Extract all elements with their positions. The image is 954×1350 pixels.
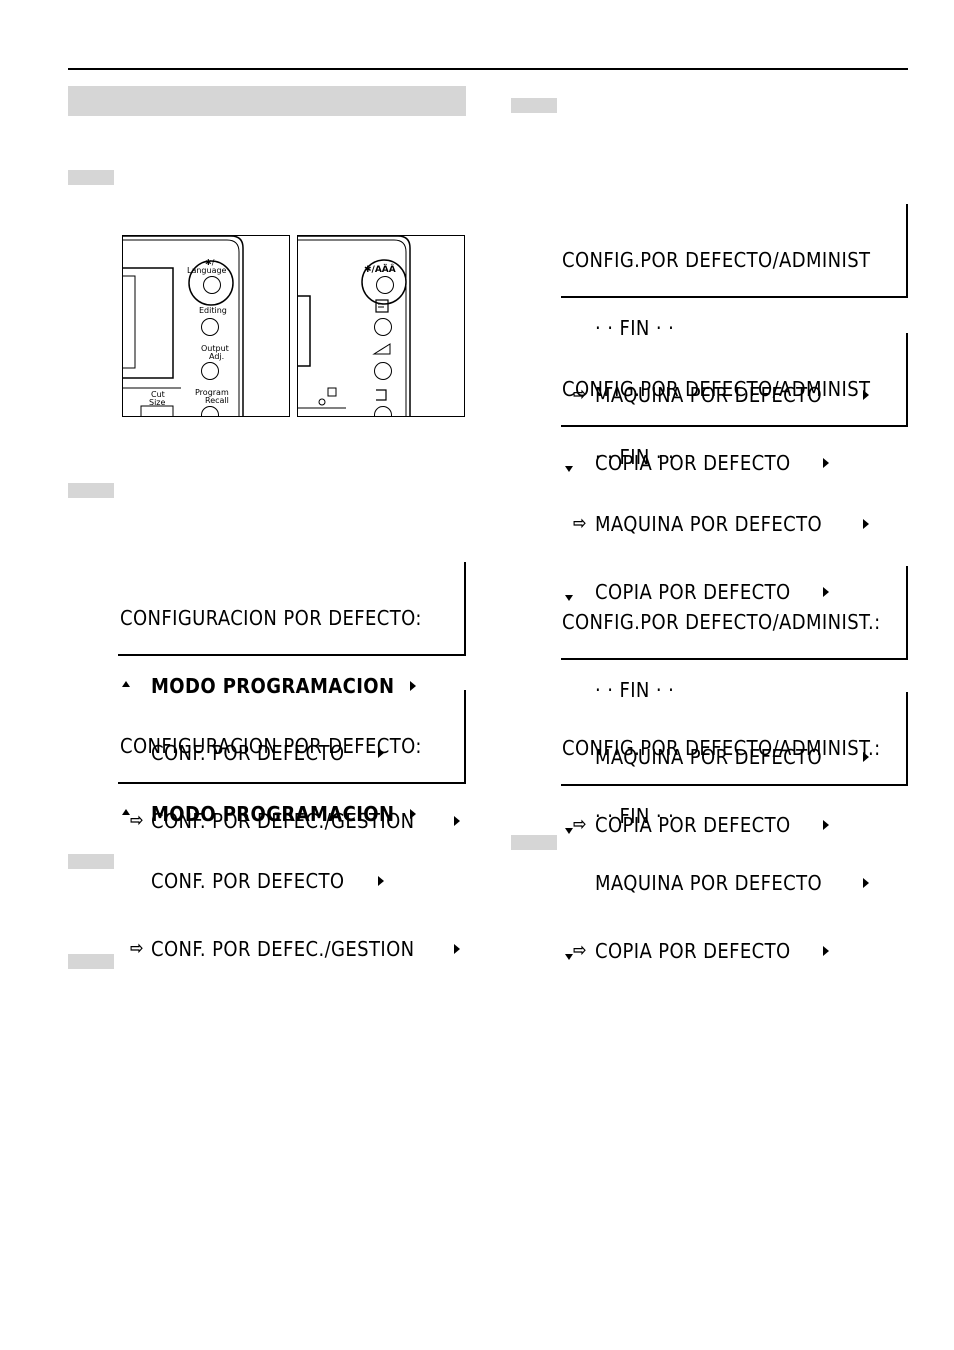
menu-item-program-mode[interactable]: MODO PROGRAMACION [151, 673, 395, 698]
lcd-display-admin-4: CONFIG.POR DEFECTO/ADMINIST.: · · FIN · … [561, 692, 908, 962]
menu-item-end[interactable]: · · FIN · · [595, 803, 675, 828]
lang-key-label: ✱/AÄÂ [364, 265, 396, 275]
lcd-title: CONFIG.POR DEFECTO/ADMINIST [562, 248, 871, 272]
cursor-arrow-icon: ⇨ [573, 939, 587, 961]
step-marker-3 [68, 854, 114, 869]
program-label: Program [195, 388, 229, 397]
recall-key-metric[interactable] [374, 406, 392, 416]
lcd-display-default-settings-2: CONFIGURACION POR DEFECTO: MODO PROGRAMA… [118, 690, 466, 960]
submenu-triangle-icon [823, 457, 829, 468]
scroll-up-icon [122, 680, 130, 687]
operation-panel-illustration-inch: ✱/ Language Editing Output Adj. Program … [122, 235, 290, 417]
star-symbol-label: ✱/ [205, 258, 215, 267]
menu-item-end[interactable]: · · FIN · · [595, 677, 675, 702]
program-recall-key[interactable] [201, 406, 219, 416]
submenu-triangle-icon [823, 945, 829, 956]
cut-label: Cut [151, 390, 165, 399]
scroll-down-icon [565, 827, 573, 834]
editing-key[interactable] [201, 318, 219, 336]
adj-label: Adj. [209, 352, 225, 361]
menu-item-program-mode[interactable]: MODO PROGRAMACION [151, 801, 395, 826]
submenu-triangle-icon [823, 586, 829, 597]
panel-frame-lines [123, 236, 244, 416]
menu-item-copy-default[interactable]: COPIA POR DEFECTO [595, 450, 791, 475]
size-label: Size [149, 398, 166, 407]
menu-item-machine-default[interactable]: MAQUINA POR DEFECTO [595, 383, 823, 407]
scroll-up-icon [122, 808, 130, 815]
submenu-triangle-icon [378, 748, 384, 758]
menu-item-copy-default[interactable]: COPIA POR DEFECTO [595, 579, 791, 604]
editing-label: Editing [199, 306, 227, 315]
submenu-triangle-icon [863, 878, 869, 888]
lcd-title: CONFIG.POR DEFECTO/ADMINIST.: [562, 610, 881, 634]
menu-item-default-settings[interactable]: CONF. POR DEFECTO [151, 741, 345, 765]
output-key-metric[interactable] [374, 362, 392, 380]
lcd-display-admin-2: CONFIG.POR DEFECTO/ADMINIST · · FIN · · … [561, 333, 908, 603]
recall-label: Recall [205, 396, 229, 405]
step-marker-6 [511, 835, 557, 850]
submenu-triangle-icon [410, 680, 416, 691]
lcd-display-admin-1: CONFIG.POR DEFECTO/ADMINIST · · FIN · · … [561, 204, 908, 474]
submenu-triangle-icon [863, 390, 869, 400]
language-key-metric[interactable] [376, 276, 394, 294]
editing-key-metric[interactable] [374, 318, 392, 336]
scroll-down-icon [565, 953, 573, 960]
panel-frame-lines-metric [298, 236, 411, 416]
menu-item-copy-default[interactable]: COPIA POR DEFECTO [595, 938, 791, 963]
menu-item-management[interactable]: CONF. POR DEFEC./GESTION [151, 808, 415, 833]
step-marker-5 [511, 98, 557, 113]
output-adj-key[interactable] [201, 362, 219, 380]
step-marker-2 [68, 483, 114, 498]
section-title-bar [68, 86, 466, 116]
menu-item-default-settings[interactable]: CONF. POR DEFECTO [151, 869, 345, 893]
menu-item-copy-default[interactable]: COPIA POR DEFECTO [595, 812, 791, 837]
step-marker-1 [68, 170, 114, 185]
language-label: Language [187, 266, 227, 275]
step-marker-4 [68, 954, 114, 969]
cursor-arrow-icon: ⇨ [573, 813, 587, 835]
lcd-display-admin-3: CONFIG.POR DEFECTO/ADMINIST.: · · FIN · … [561, 566, 908, 836]
menu-item-management[interactable]: CONF. POR DEFEC./GESTION [151, 936, 415, 961]
scroll-down-icon [565, 594, 573, 601]
header-rule [68, 68, 908, 70]
submenu-triangle-icon [454, 943, 460, 954]
language-key[interactable] [203, 276, 221, 294]
submenu-triangle-icon [863, 519, 869, 529]
menu-item-end[interactable]: · · FIN · · [595, 444, 675, 469]
submenu-triangle-icon [454, 815, 460, 826]
submenu-triangle-icon [863, 752, 869, 762]
submenu-triangle-icon [378, 876, 384, 886]
lcd-title: CONFIGURACION POR DEFECTO: [120, 734, 422, 758]
submenu-triangle-icon [823, 819, 829, 830]
highlight-circle [188, 260, 234, 306]
submenu-triangle-icon [410, 808, 416, 819]
lcd-title: CONFIG.POR DEFECTO/ADMINIST.: [562, 736, 881, 760]
lcd-title: CONFIGURACION POR DEFECTO: [120, 606, 422, 630]
lcd-display-default-settings-1: CONFIGURACION POR DEFECTO: MODO PROGRAMA… [118, 562, 466, 832]
menu-item-machine-default[interactable]: MAQUINA POR DEFECTO [595, 745, 823, 769]
operation-panel-illustration-metric: ✱/AÄÂ [297, 235, 465, 417]
menu-item-end[interactable]: · · FIN · · [595, 315, 675, 340]
output-label: Output [201, 344, 229, 353]
cursor-arrow-icon: ⇨ [573, 384, 587, 405]
cursor-arrow-icon: ⇨ [130, 809, 144, 831]
cursor-arrow-icon: ⇨ [573, 513, 587, 534]
cursor-arrow-icon: ⇨ [130, 937, 144, 959]
scroll-down-icon [565, 465, 573, 472]
lcd-title: CONFIG.POR DEFECTO/ADMINIST [562, 377, 871, 401]
menu-item-machine-default[interactable]: MAQUINA POR DEFECTO [595, 871, 823, 895]
menu-item-machine-default[interactable]: MAQUINA POR DEFECTO [595, 512, 823, 536]
